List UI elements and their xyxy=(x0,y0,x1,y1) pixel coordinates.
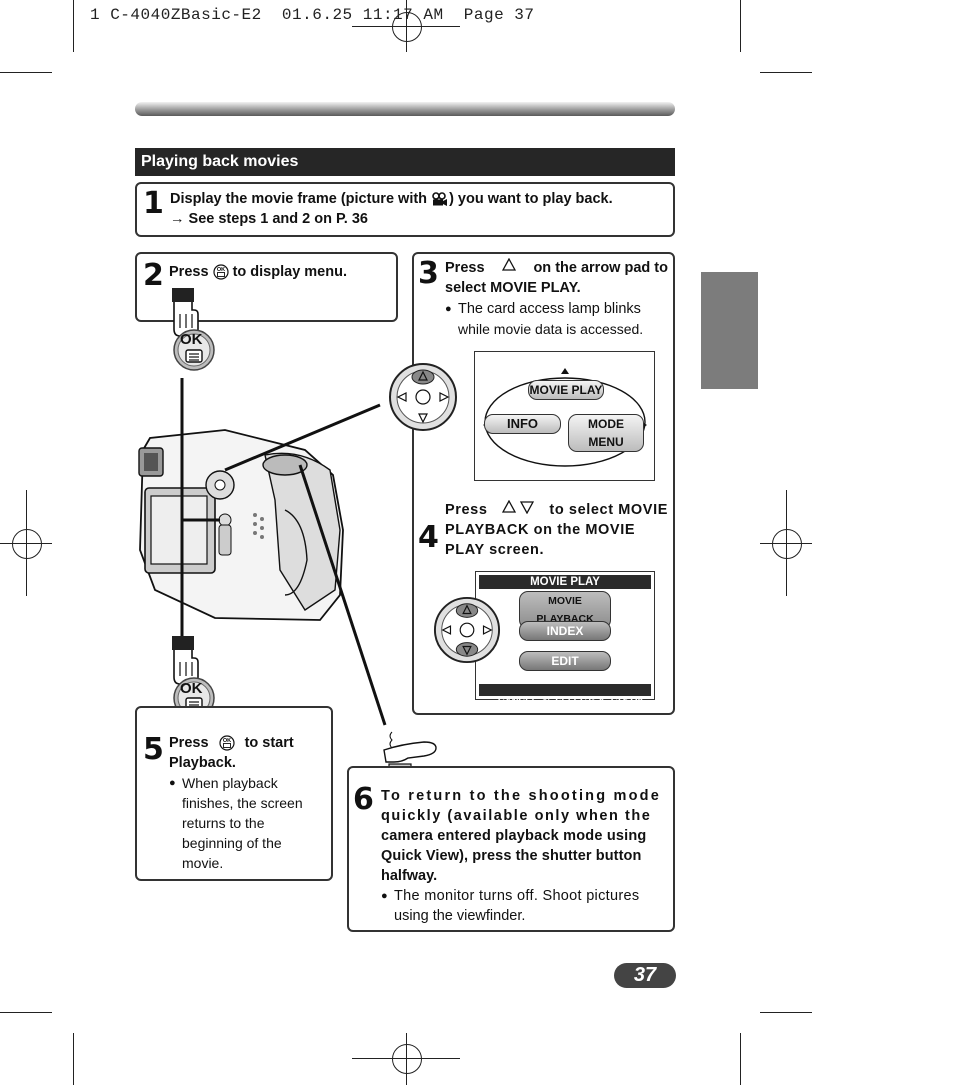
up-arrow-icon xyxy=(501,258,516,271)
bullet-icon: ● xyxy=(169,777,176,789)
menu-screen: MOVIE PLAY INFO MODE MENU xyxy=(474,351,655,481)
step1-reference: See steps 1 and 2 on P. 36 xyxy=(188,211,368,227)
step3-4-box: 3 Press on the arrow pad to select MOVIE… xyxy=(412,252,675,715)
step1-box: 1 Display the movie frame (picture with … xyxy=(135,182,675,237)
arrow-pad-up-pressed-illustration xyxy=(389,363,457,431)
leader-lines xyxy=(180,378,387,726)
reference-arrow: → xyxy=(170,211,185,227)
ok-menu-icon: OK xyxy=(218,735,235,751)
step6-box: 6 To return to the shooting mode quickly… xyxy=(347,766,675,932)
movie-play-title: MOVIE PLAY xyxy=(479,575,651,589)
arrow-pad-up-down-pressed-illustration xyxy=(433,596,501,664)
up-down-arrows-icon xyxy=(502,500,535,514)
go-ok-key-icon: ▸OK xyxy=(625,696,645,707)
step3-number: 3 xyxy=(418,256,439,291)
step5-box: 5 Press OK to start Playback. ● When pla… xyxy=(135,706,333,881)
section-title: Playing back movies xyxy=(135,148,675,176)
step4-text: Press to select MOVIE PLAYBACK on the MO… xyxy=(445,500,668,558)
ok-button-label-2: OK xyxy=(180,680,203,697)
finger-press-ok-button-illustration xyxy=(172,288,215,371)
svg-text:OK: OK xyxy=(222,738,230,744)
step2-text: Press OK to display menu. xyxy=(169,264,347,280)
step1-text: Display the movie frame (picture with ) … xyxy=(170,191,613,227)
page-number-badge: 37 xyxy=(614,963,676,988)
option-edit[interactable]: EDIT xyxy=(519,651,611,671)
select-key-icon: ▸⇕ xyxy=(592,696,611,707)
menu-item-movie-play[interactable]: MOVIE PLAY xyxy=(528,380,604,400)
svg-text:OK: OK xyxy=(216,267,224,273)
step1-number: 1 xyxy=(143,186,164,221)
step4-number: 4 xyxy=(418,520,439,555)
step6-number: 6 xyxy=(353,782,374,817)
print-header: 1 C-4040ZBasic-E2 01.6.25 11:17 AM Page … xyxy=(90,6,535,24)
menu-item-mode-menu[interactable]: MODE MENU xyxy=(568,414,644,452)
step2-box: 2 Press OK to display menu. xyxy=(135,252,398,322)
ok-menu-icon: OK xyxy=(212,264,229,280)
step3-text: Press on the arrow pad to select MOVIE P… xyxy=(445,258,668,337)
step6-text: To return to the shooting mode quickly (… xyxy=(381,788,661,924)
step5-number: 5 xyxy=(143,732,164,767)
movie-play-footer: CANCEL ◂▯ SELECT▸⇕ GO▸OK xyxy=(479,684,651,707)
bullet-icon: ● xyxy=(445,303,452,315)
camera-back-illustration xyxy=(138,429,344,621)
decorative-top-bar xyxy=(135,102,675,116)
bullet-icon: ● xyxy=(381,890,388,902)
menu-item-info[interactable]: INFO xyxy=(484,414,561,434)
step5-text: Press OK to start Playback. ● When playb… xyxy=(169,735,303,871)
movie-camera-icon xyxy=(432,192,448,207)
ok-button-label: OK xyxy=(180,331,203,348)
cancel-key-icon: ◂▯ xyxy=(537,696,556,707)
movie-play-screen: MOVIE PLAY MOVIE PLAYBACK INDEX EDIT CAN… xyxy=(475,571,655,707)
option-index[interactable]: INDEX xyxy=(519,621,611,641)
chapter-side-tab xyxy=(701,272,758,389)
step2-number: 2 xyxy=(143,258,164,293)
